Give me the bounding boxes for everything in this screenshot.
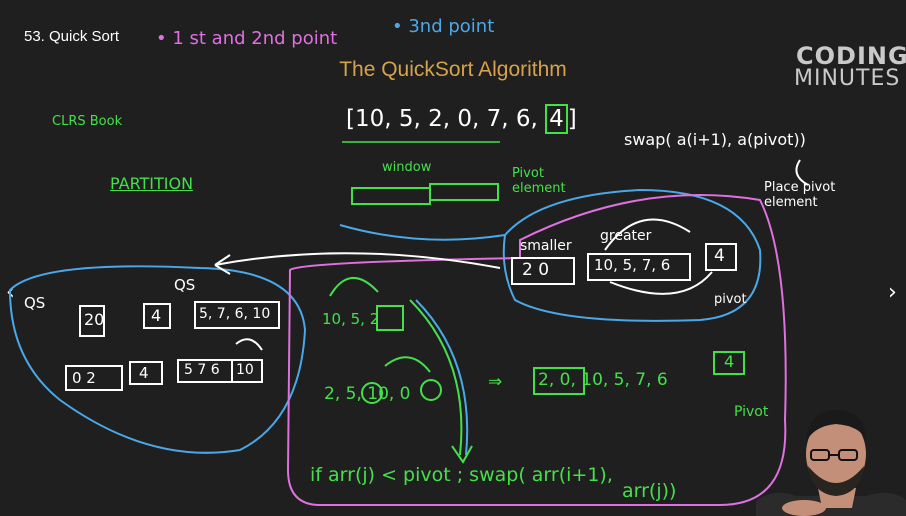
- note-pivot-label: pivot: [714, 292, 747, 307]
- result-values: 2, 0, 10, 5, 7, 6: [538, 370, 668, 390]
- note-partition: PARTITION: [110, 174, 194, 193]
- note-point2: • 3nd point: [392, 16, 495, 37]
- greater-values: 10, 5, 7, 6: [594, 256, 671, 274]
- left-group-2: 4: [151, 306, 162, 325]
- note-swap: swap( a(i+1), a(pivot)): [624, 130, 806, 149]
- array-pivot: 4: [545, 104, 568, 134]
- recursion-arrow: [214, 252, 501, 269]
- instructor-webcam: [756, 410, 906, 516]
- result-pivot-value: 4: [724, 352, 735, 371]
- array-close: ]: [567, 106, 577, 132]
- partition-region-outline: [502, 188, 762, 322]
- note-point1: • 1 st and 2nd point: [156, 28, 338, 49]
- note-place-pivot: Place pivot element: [764, 180, 836, 210]
- window-outline: [339, 224, 506, 241]
- smaller-box: [511, 257, 575, 285]
- note-greater: greater: [600, 228, 652, 244]
- result-box: [533, 367, 585, 395]
- note-implies: ⇒: [488, 372, 503, 392]
- result-pivot-box: [713, 351, 745, 375]
- left-group-3: 5, 7, 6, 10: [199, 306, 271, 322]
- note-window: window: [382, 160, 432, 175]
- code-line-1: if arr(j) < pivot ; swap( arr(i+1),: [310, 464, 613, 486]
- note-smaller: smaller: [520, 238, 572, 254]
- code-line-2: arr(j)): [622, 480, 677, 502]
- note-pivot-element: Pivot element: [512, 166, 566, 196]
- window-box-2: [429, 183, 499, 201]
- slide-title: The QuickSort Algorithm: [339, 58, 567, 81]
- left-group-1: 20: [84, 310, 105, 329]
- window-box-1: [351, 187, 431, 205]
- array-body: 10, 5, 2, 0, 7, 6,: [354, 106, 546, 132]
- left-row2-2: 4: [139, 364, 149, 382]
- next-slide-button[interactable]: ›: [888, 280, 897, 305]
- logo-line1: CODING: [796, 42, 906, 70]
- explanation-outline: [286, 194, 787, 506]
- step1-values: 10, 5, 2: [322, 310, 380, 328]
- note-clrs: CLRS Book: [52, 114, 123, 129]
- note-qs-right: QS: [174, 276, 196, 294]
- coding-minutes-logo: CODING MINUTES: [786, 42, 906, 92]
- input-array: [10, 5, 2, 0, 7, 6, 4]: [346, 104, 577, 134]
- pivot-box: [705, 243, 737, 271]
- array-open: [: [346, 106, 355, 132]
- recursion-arrowhead: [214, 254, 231, 275]
- logo-line2: MINUTES: [794, 66, 901, 91]
- note-qs-left: QS: [24, 294, 46, 312]
- result-pivot-label: Pivot: [734, 404, 769, 420]
- greater-box: [587, 253, 691, 281]
- lesson-title: 53. Quick Sort: [24, 28, 120, 45]
- left-row2-3: 5 7 6: [184, 362, 220, 378]
- step2-values: 2, 5, 10, 0: [324, 384, 411, 404]
- smaller-values: 2 0: [522, 260, 550, 280]
- left-row2-1: 0 2: [72, 369, 96, 387]
- partition-pivot-value: 4: [714, 246, 725, 266]
- left-row2-4: 10: [236, 362, 254, 378]
